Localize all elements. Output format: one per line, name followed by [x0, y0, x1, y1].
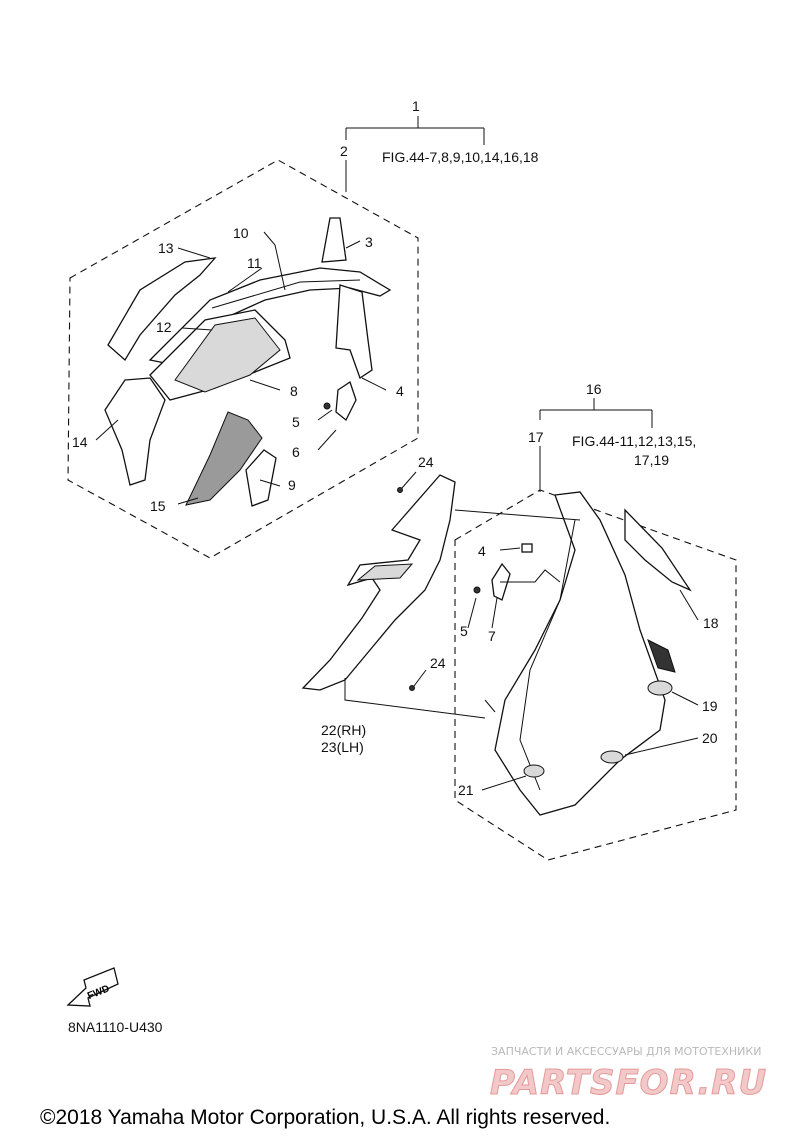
callout-17: 17 [528, 429, 544, 445]
callout-labels: 1 2 FIG.44-7,8,9,10,14,16,18 3 10 13 11 … [72, 98, 719, 798]
vent-strip [647, 638, 676, 673]
part-3-fin [321, 217, 347, 263]
callout-5-upper: 5 [292, 414, 300, 430]
forward-arrow-icon: FWD [66, 967, 119, 1007]
callout-3: 3 [365, 234, 373, 250]
part-14-lower-cowl [104, 377, 166, 486]
lower-assembly-group [454, 398, 737, 861]
watermark-logo: PARTSFOR.RU [490, 1063, 767, 1103]
part-4-clip [521, 543, 533, 553]
part-15-mesh [185, 411, 263, 506]
drawing-code: 8NA1110-U430 [68, 1019, 163, 1035]
callout-2: 2 [340, 143, 348, 159]
callout-12: 12 [156, 319, 172, 335]
callout-10: 10 [233, 225, 249, 241]
callout-8: 8 [290, 383, 298, 399]
callout-1: 1 [412, 98, 420, 114]
callout-9: 9 [288, 477, 296, 493]
part-24-screw-lower [409, 685, 415, 691]
callout-14: 14 [72, 434, 88, 450]
callout-16: 16 [586, 381, 602, 397]
callout-6: 6 [292, 444, 300, 460]
callout-21: 21 [458, 782, 474, 798]
callout-19: 19 [702, 698, 718, 714]
part-4-bracket [335, 284, 373, 380]
callout-24-lower: 24 [430, 655, 446, 671]
part-5-screw-lower [473, 586, 481, 594]
callout-20: 20 [702, 730, 718, 746]
callout-11: 11 [247, 255, 262, 271]
part-20-pad [600, 750, 624, 764]
fig-reference-2-line2: 17,19 [634, 452, 669, 468]
callout-7: 7 [488, 628, 496, 644]
upper-assembly-boundary [67, 159, 419, 559]
part-22-23-side-panel [301, 474, 456, 691]
side-panel-vent [356, 563, 414, 581]
part-8-lens [174, 317, 281, 393]
leader-lines [95, 231, 699, 791]
callout-13: 13 [158, 240, 174, 256]
part-5-screw [323, 402, 331, 410]
part-24-screw-upper [397, 487, 403, 493]
callout-15: 15 [150, 498, 166, 514]
callout-24-upper: 24 [418, 454, 434, 470]
callout-18: 18 [703, 615, 719, 631]
callout-4-upper: 4 [396, 383, 404, 399]
copyright-notice: ©2018 Yamaha Motor Corporation, U.S.A. A… [40, 1106, 610, 1129]
fig-reference-1: FIG.44-7,8,9,10,14,16,18 [382, 149, 539, 165]
part-6-clip [335, 380, 357, 422]
part-17-side-cowl [494, 491, 666, 816]
callout-4-lower: 4 [478, 543, 486, 559]
part-13-trim [107, 257, 217, 362]
callout-23-lh: 23(LH) [321, 739, 364, 755]
part-21-pad [523, 764, 545, 778]
upper-assembly-group [67, 116, 485, 559]
watermark-tagline: ЗАПЧАСТИ И АКСЕССУАРЫ ДЛЯ МОТОТЕХНИКИ [491, 1045, 761, 1058]
callout-5-lower: 5 [460, 623, 468, 639]
side-panel-group [301, 474, 581, 719]
part-18-fin [624, 508, 692, 592]
part-9-plate [245, 449, 277, 507]
part-19-pad [647, 680, 673, 696]
callout-22-rh: 22(RH) [321, 722, 366, 738]
fig-reference-2-line1: FIG.44-11,12,13,15, [572, 433, 696, 449]
